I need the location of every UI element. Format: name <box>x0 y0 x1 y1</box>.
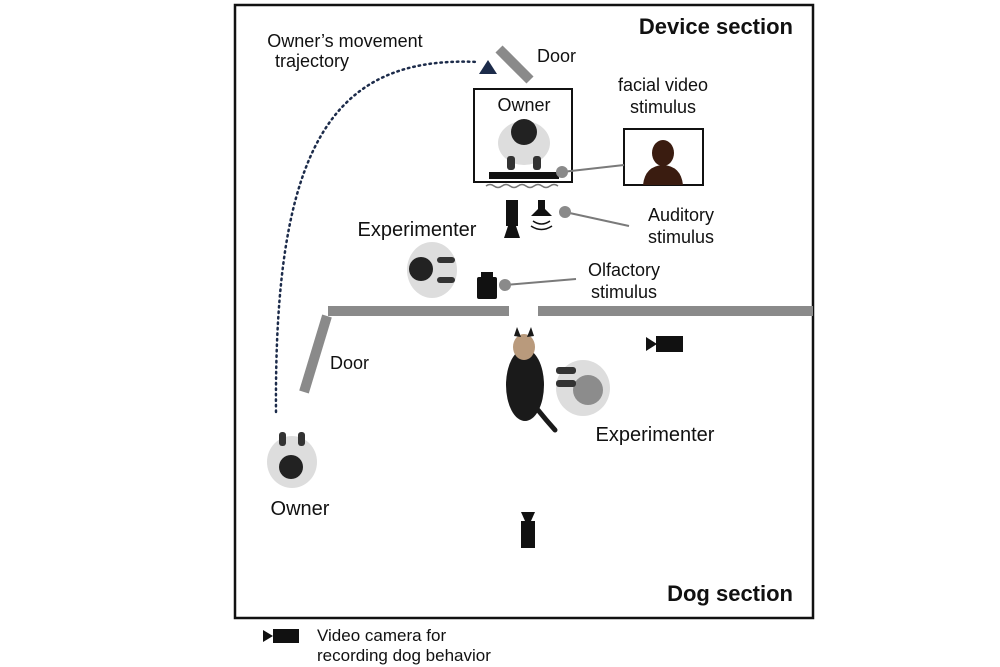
dog-section-title: Dog section <box>667 581 793 606</box>
olfactory-label-line1: Olfactory <box>588 260 660 280</box>
video-camera-icon-right <box>646 336 683 352</box>
trajectory-label-line2: trajectory <box>275 51 349 71</box>
owner-trajectory <box>274 60 480 414</box>
camera-device-icon <box>504 200 520 238</box>
auditory-connector-dot <box>559 206 571 218</box>
facial-label-line2: stimulus <box>630 97 696 117</box>
experimenter-bottom-label: Experimenter <box>596 424 715 446</box>
door-left-label: Door <box>330 353 369 373</box>
speaker-wave <box>485 183 559 189</box>
facial-connector-dot <box>556 166 568 178</box>
legend-text-line1: Video camera for <box>317 626 446 645</box>
face-silhouette-icon <box>643 140 683 185</box>
door-top-label: Door <box>537 46 576 66</box>
legend-text-line2: recording dog behavior <box>317 646 491 665</box>
speaker-icon <box>530 200 553 231</box>
owner-bottom-figure <box>267 432 317 488</box>
facial-connector <box>561 164 625 173</box>
trajectory-label-line1: Owner’s movement <box>267 31 422 51</box>
video-camera-icon-bottom <box>521 512 535 548</box>
auditory-connector <box>564 211 630 227</box>
facial-label-line1: facial video <box>618 75 708 95</box>
legend-video-camera-icon <box>263 629 299 643</box>
owner-top-figure <box>498 119 550 170</box>
door-left <box>299 314 332 394</box>
olfactory-connector-dot <box>499 279 511 291</box>
owner-top-label: Owner <box>497 95 550 115</box>
experimenter-top-label: Experimenter <box>358 219 477 241</box>
divider-wall-right <box>538 306 813 316</box>
auditory-label-line1: Auditory <box>648 205 714 225</box>
auditory-label-line2: stimulus <box>648 227 714 247</box>
olfactory-label-line2: stimulus <box>591 282 657 302</box>
door-top <box>495 45 534 84</box>
owner-bottom-label: Owner <box>271 498 330 520</box>
trajectory-arrowhead <box>479 60 497 74</box>
experimenter-top-figure <box>407 242 457 298</box>
device-section-title: Device section <box>639 14 793 39</box>
divider-wall-left <box>328 306 509 316</box>
experimenter-bottom-figure <box>556 360 610 416</box>
olfactory-jar-icon <box>477 272 497 299</box>
dog-figure <box>506 327 558 433</box>
screen-bar <box>489 172 559 179</box>
olfactory-connector <box>504 278 577 286</box>
